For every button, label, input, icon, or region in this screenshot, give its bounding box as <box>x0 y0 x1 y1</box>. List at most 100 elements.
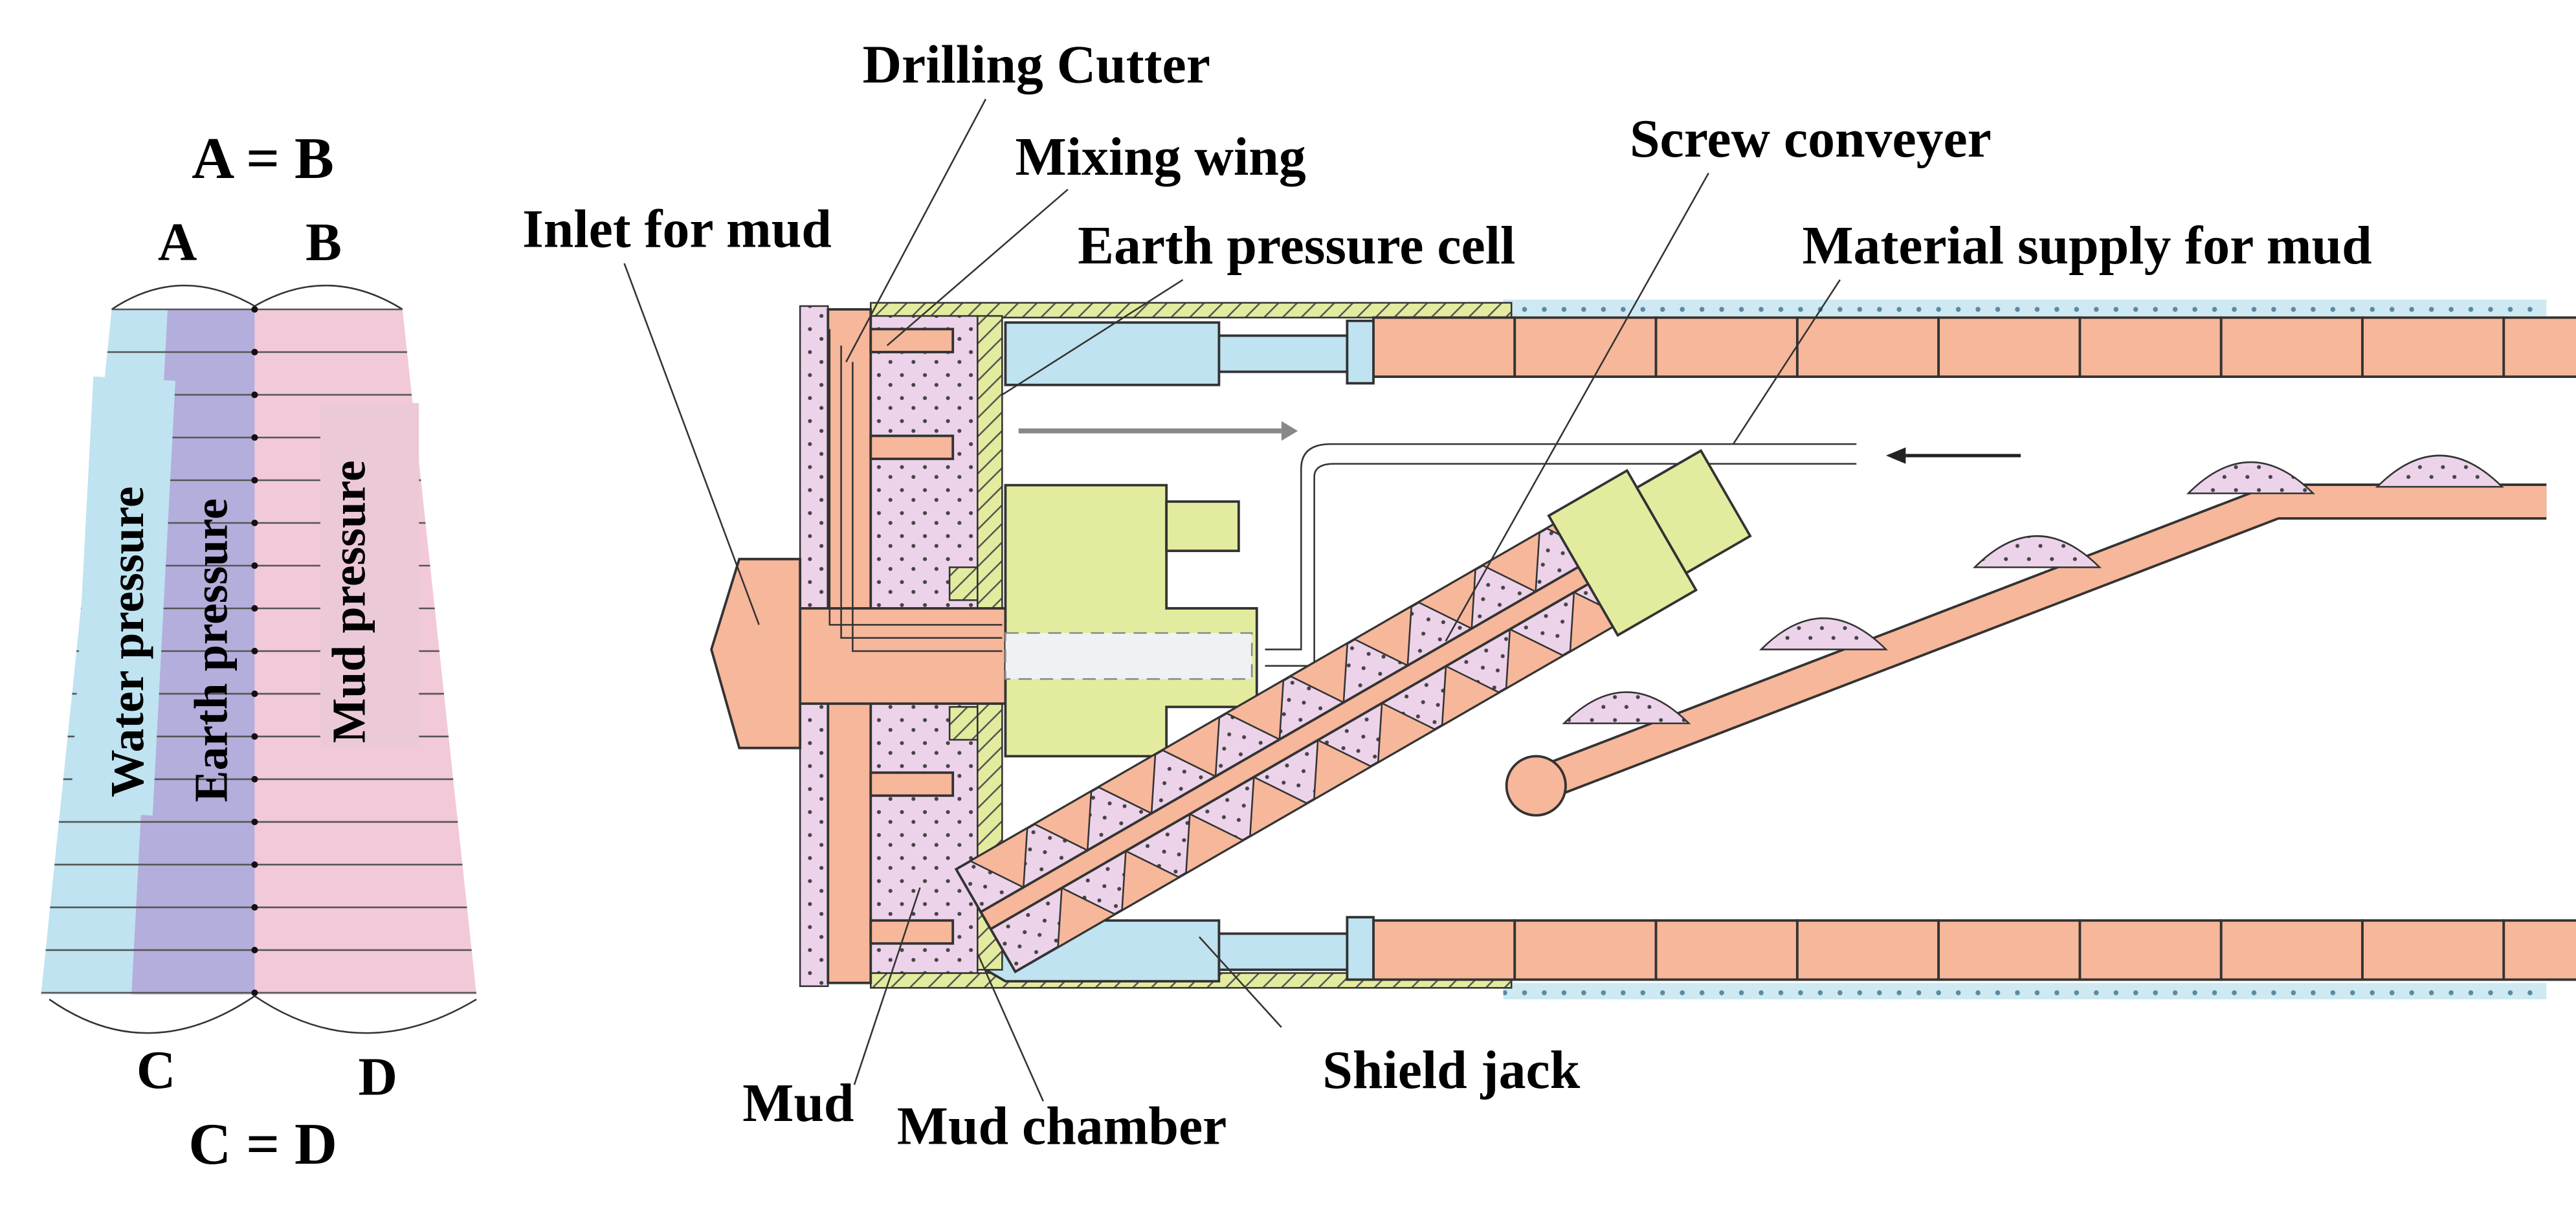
jack-rod-top <box>1217 334 1349 373</box>
cutter-shaft <box>799 607 1007 705</box>
pressure-point <box>251 348 258 356</box>
pressure-point <box>251 562 258 570</box>
soil-top <box>1503 299 2547 316</box>
seal <box>948 705 979 741</box>
pressure-point <box>251 861 258 869</box>
mixing-wing <box>869 771 955 797</box>
soil-bottom <box>1503 982 2547 1000</box>
screw-flight <box>1057 886 1117 949</box>
mud-heap <box>1562 691 1691 724</box>
label-shield-jack: Shield jack <box>1322 1040 1580 1100</box>
jack-shoe-top <box>1346 319 1375 385</box>
belt-conveyor <box>1530 485 2547 801</box>
pressure-point <box>251 476 258 484</box>
pressure-point <box>251 818 258 826</box>
lining-segment <box>1513 316 1658 378</box>
screw-flight <box>1289 641 1349 704</box>
tunnel-lining <box>1372 316 2576 981</box>
mud-pressure-label: Mud pressure <box>322 460 375 743</box>
lining-segment <box>2219 316 2364 378</box>
pressure-point <box>251 647 258 655</box>
jack-shoe-bottom <box>1346 916 1375 981</box>
mud-label-bg <box>320 403 419 748</box>
flow-arrowhead <box>1281 421 1298 441</box>
screw-flight <box>1225 678 1285 741</box>
lining-segment <box>2502 919 2576 981</box>
label-a: A <box>158 212 197 272</box>
label-b: B <box>305 212 342 272</box>
mixing-wing <box>869 327 955 353</box>
lining-segment <box>2502 316 2576 378</box>
mud-heap <box>1759 617 1888 650</box>
shaft-passage <box>1005 632 1253 680</box>
screw-flight <box>1313 738 1373 801</box>
label-mud: Mud <box>742 1073 854 1133</box>
lining-segment <box>1513 919 1658 981</box>
water-pressure-label: Water pressure <box>100 486 153 797</box>
pressure-point <box>251 434 258 441</box>
shield-machine <box>623 98 2576 1102</box>
label-screw-conveyer: Screw conveyer <box>1630 109 1992 169</box>
screw-flight <box>1121 849 1181 912</box>
label-drilling-cutter: Drilling Cutter <box>863 35 1210 95</box>
mud-heap <box>1972 535 2102 568</box>
label-inlet-for-mud: Inlet for mud <box>522 199 832 260</box>
pressure-point <box>251 775 258 783</box>
jack-rod-bottom <box>1217 932 1349 971</box>
pressure-point <box>251 904 258 911</box>
screw-flight <box>1185 812 1245 875</box>
screw-flight <box>1032 790 1093 852</box>
label-material-supply: Material supply for mud <box>1802 216 2371 276</box>
machine-labels: Drilling Cutter Mixing wing Screw convey… <box>522 35 2372 1157</box>
lining-segment <box>2078 919 2223 981</box>
lining-segment <box>1654 919 1799 981</box>
lining-segment <box>2219 919 2364 981</box>
screw-flight <box>968 826 1028 889</box>
lining-segment <box>1372 919 1516 981</box>
pressure-point <box>251 690 258 698</box>
bottom-arc <box>49 995 477 1034</box>
lining-segment <box>1795 316 1940 378</box>
label-earth-pressure-cell: Earth pressure cell <box>1078 216 1515 276</box>
screw-flight <box>1505 628 1565 690</box>
lining-segment <box>1795 919 1940 981</box>
mud-inlet-pipe <box>828 329 1003 652</box>
seal <box>948 566 979 601</box>
lining-segment <box>1372 316 1516 378</box>
pressure-point <box>251 733 258 740</box>
supply-arrowhead <box>1885 447 1906 464</box>
pressure-point <box>251 391 258 399</box>
mud-heap <box>2186 461 2315 494</box>
pressure-point <box>251 989 258 996</box>
lining-segment <box>2361 919 2505 981</box>
screw-flight <box>1353 604 1413 667</box>
screw-flight <box>1096 753 1157 815</box>
lining-segment <box>1937 919 2082 981</box>
lining-segment <box>1937 316 2082 378</box>
mud-heap <box>2375 454 2504 488</box>
label-mud-chamber: Mud chamber <box>897 1096 1227 1156</box>
lining-segment <box>2361 316 2505 378</box>
mud-heaps <box>1562 454 2504 724</box>
leader-lines <box>623 98 1841 1102</box>
motor-box <box>1165 500 1240 553</box>
mixing-wing <box>869 434 955 460</box>
mud-supply-pipe <box>1265 443 1857 667</box>
screw-flight <box>1249 775 1309 838</box>
belt-roller <box>1505 755 1567 817</box>
cutter-head-tip <box>710 557 802 749</box>
label-mixing-wing: Mixing wing <box>1016 127 1306 187</box>
pressure-point <box>251 946 258 953</box>
pressure-point <box>251 305 258 313</box>
screw-flight <box>1160 716 1221 778</box>
lining-segment <box>2078 316 2223 378</box>
lining-segment <box>1654 316 1799 378</box>
pressure-diagram: A = B A B Water pressure Earth pressure … <box>41 126 477 1177</box>
water-label-bg <box>71 376 176 816</box>
bottom-equation: C = D <box>188 1111 337 1177</box>
screw-flight <box>1480 531 1540 593</box>
label-c: C <box>137 1040 175 1100</box>
earth-pressure-label: Earth pressure <box>184 498 237 803</box>
shield-jack-top <box>1004 321 1221 386</box>
